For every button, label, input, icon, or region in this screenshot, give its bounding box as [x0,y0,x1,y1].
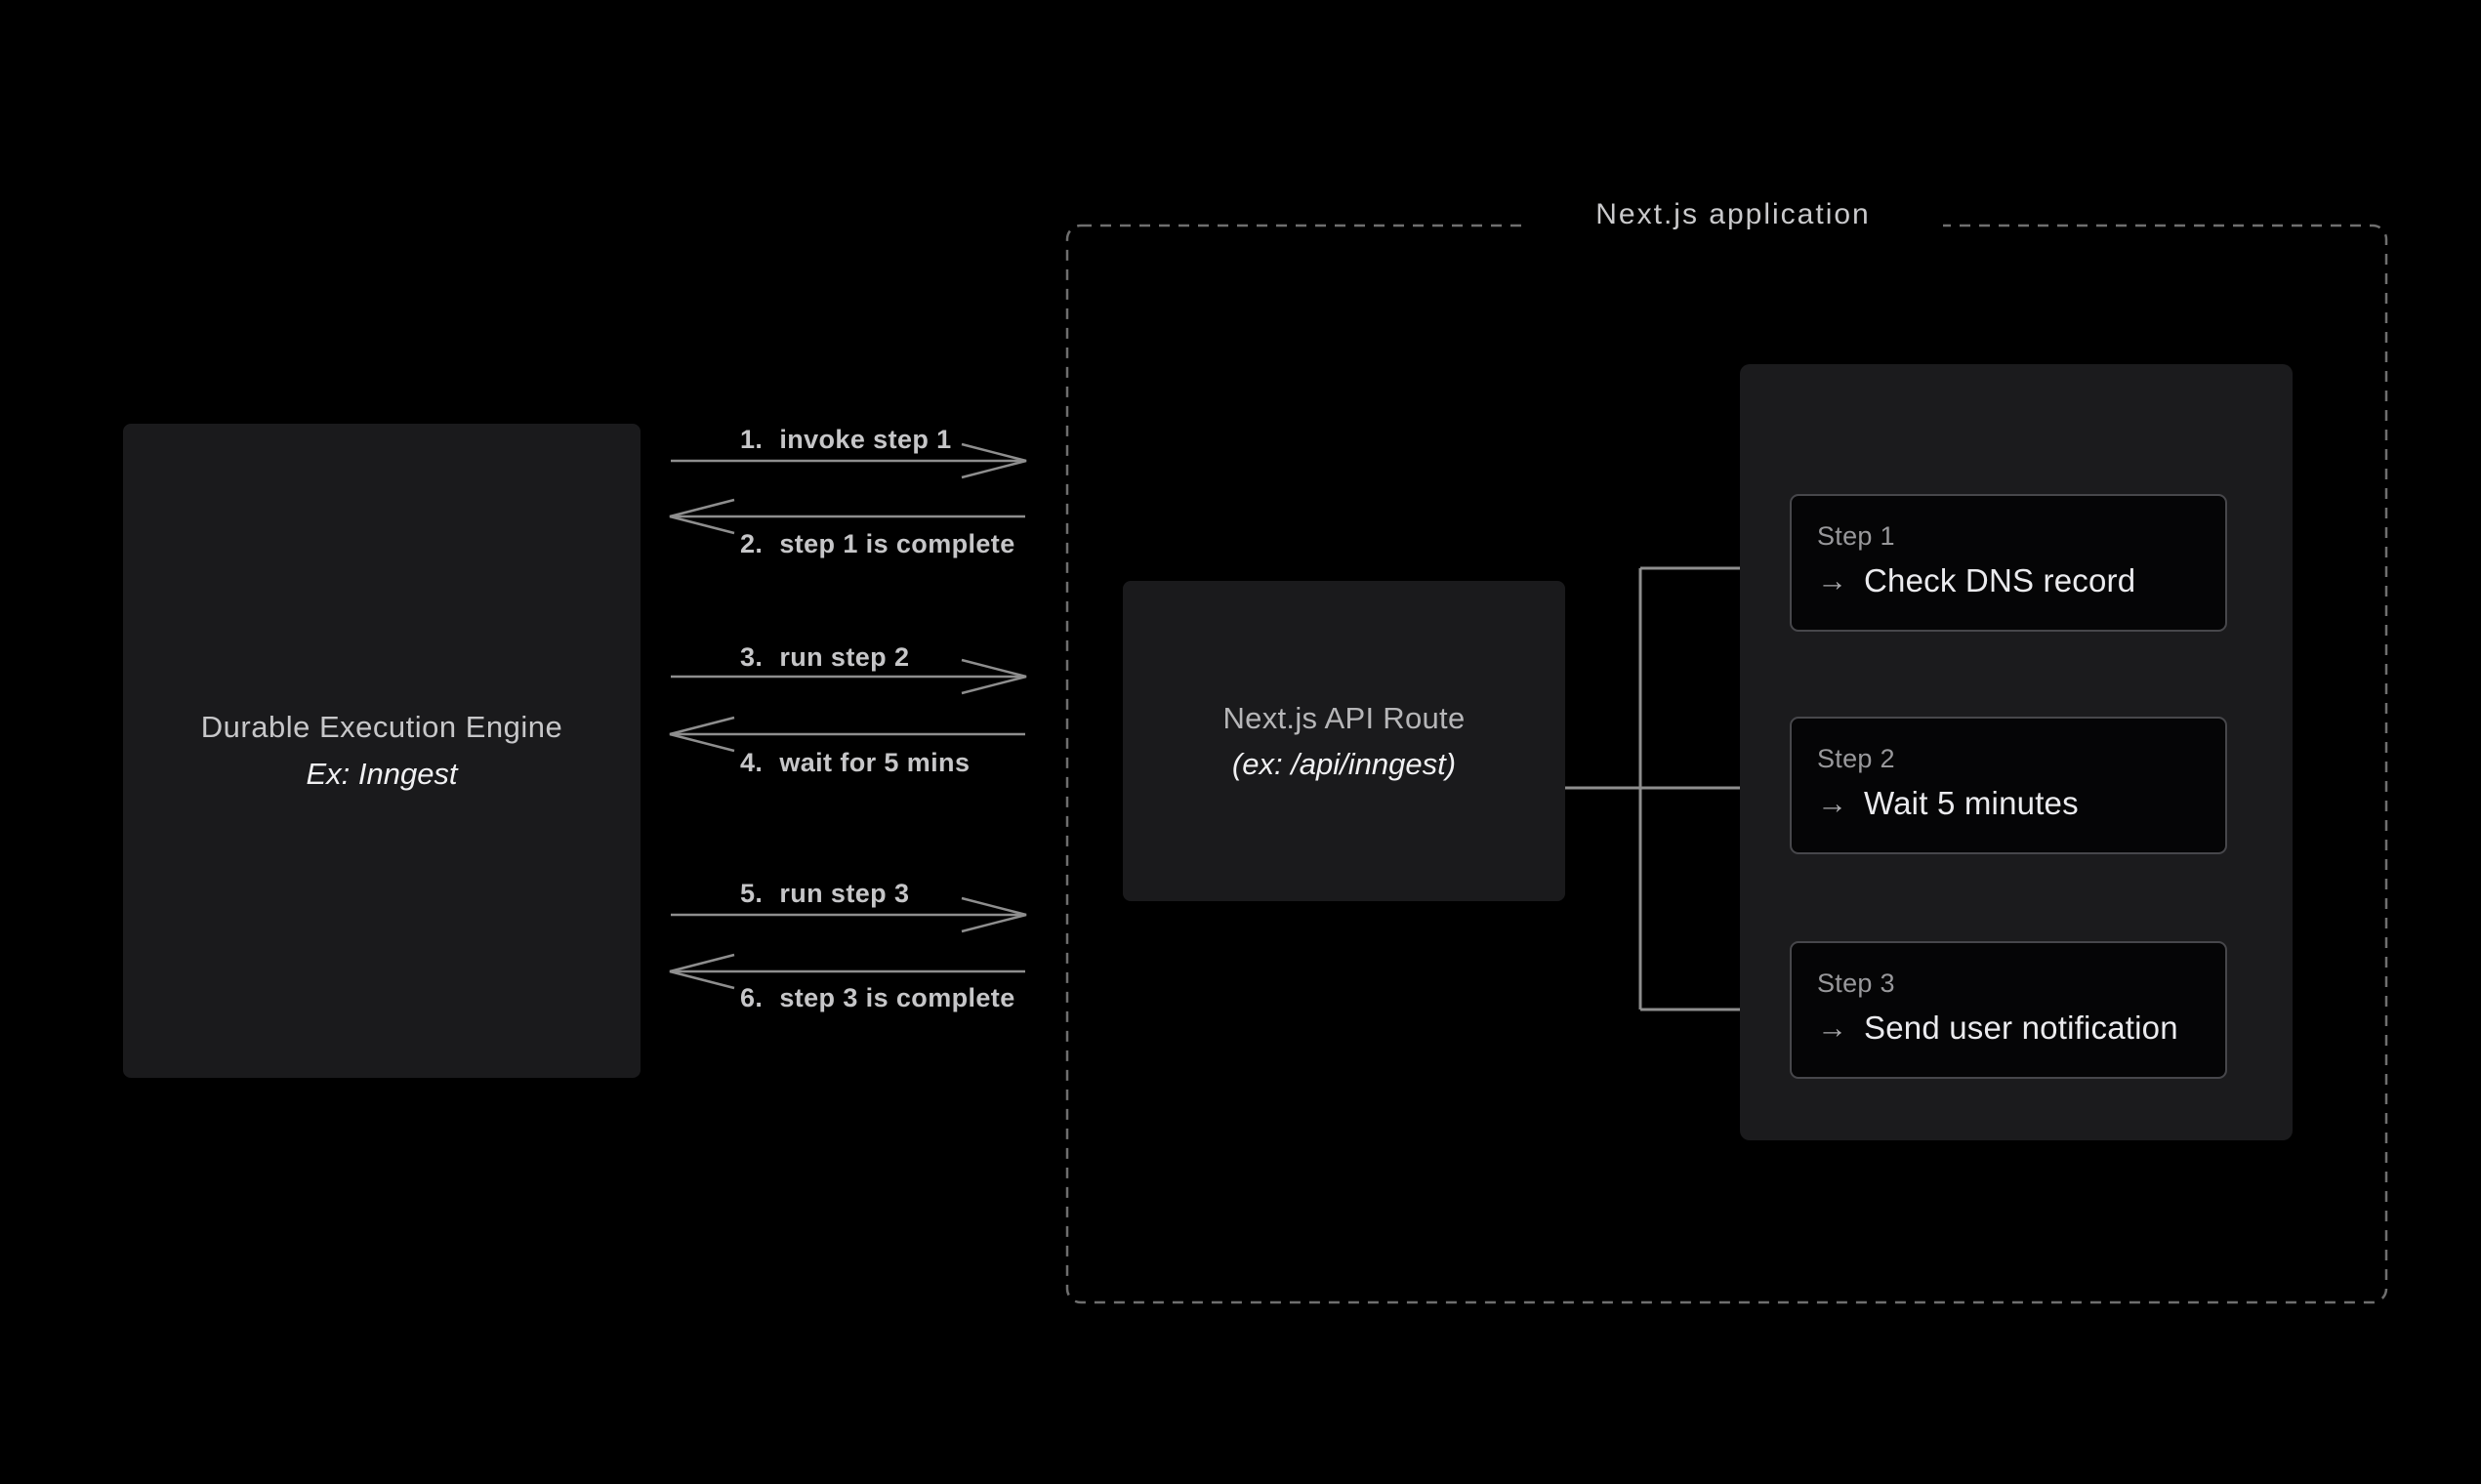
step-action: Check DNS record [1864,562,2136,598]
step-action: Wait 5 minutes [1864,785,2079,821]
message-label-2: 2. step 1 is complete [740,525,1015,562]
message-label-4: 4. wait for 5 mins [740,744,970,781]
message-number: 6. [740,983,764,1012]
step-label: Step 2 [1817,744,1895,773]
step-label: Step 1 [1817,521,1895,551]
step-row: → Send user notification [1817,1010,2200,1047]
message-text: step 1 is complete [779,529,1015,558]
step-card-2: Step 2 → Wait 5 minutes [1790,717,2227,854]
step-arrow-icon: → [1817,1010,1847,1045]
message-number: 5. [740,879,764,908]
step-label: Step 3 [1817,969,1895,998]
message-arrow-5-head [961,896,1027,933]
message-label-3: 3. run step 2 [740,639,909,676]
durable-function-panel: Durable Function Step 1 → Check DNS reco… [1740,364,2293,1140]
message-text: invoke step 1 [779,425,952,454]
message-label-5: 5. run step 3 [740,875,909,912]
step-action: Send user notification [1864,1010,2178,1046]
api-route-title: Next.js API Route [1222,701,1466,735]
message-number: 1. [740,425,764,454]
message-number: 3. [740,642,764,672]
message-text: run step 3 [779,879,910,908]
message-arrow-6-head [669,953,735,990]
step-row: → Check DNS record [1817,562,2200,599]
engine-box-subtitle: Ex: Inngest [306,757,458,791]
durable-execution-engine-box: Durable Execution Engine Ex: Inngest [123,424,641,1078]
message-number: 4. [740,748,764,777]
message-text: step 3 is complete [779,983,1015,1012]
nextjs-app-label-wrap: Next.js application [1523,192,1943,237]
message-label-1: 1. invoke step 1 [740,421,952,458]
step-row: → Wait 5 minutes [1817,785,2200,822]
step-card-1: Step 1 → Check DNS record [1790,494,2227,632]
message-arrow-4-head [669,716,735,753]
engine-box-title: Durable Execution Engine [200,710,563,744]
step-arrow-icon: → [1817,786,1847,820]
api-route-subtitle: (ex: /api/inngest) [1231,747,1457,781]
step-arrow-icon: → [1817,563,1847,598]
message-number: 2. [740,529,764,558]
message-arrow-2-head [669,498,735,535]
message-label-6: 6. step 3 is complete [740,979,1015,1016]
message-arrow-3-head [961,658,1027,695]
step-card-3: Step 3 → Send user notification [1790,941,2227,1079]
nextjs-api-route-box: Next.js API Route (ex: /api/inngest) [1123,581,1565,901]
message-arrow-1-head [961,442,1027,479]
message-text: wait for 5 mins [779,748,971,777]
nextjs-app-label: Next.js application [1595,198,1871,230]
message-text: run step 2 [779,642,910,672]
